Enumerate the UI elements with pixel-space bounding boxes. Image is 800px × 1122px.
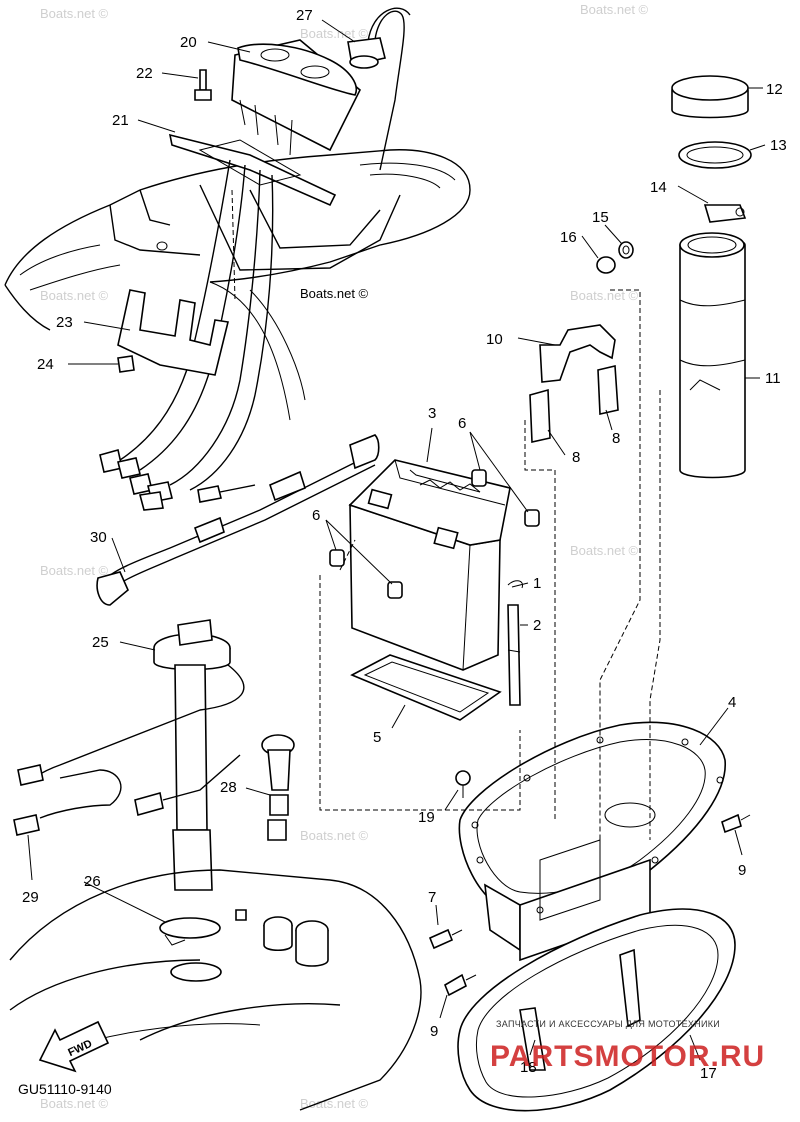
callout-6: 6 xyxy=(312,507,320,524)
shop-watermark-name: PARTSMOTOR.RU xyxy=(490,1040,765,1073)
shop-watermark: ЗАПЧАСТИ И АКСЕССУАРЫ ДЛЯ МОТОТЕХНИКИ PA… xyxy=(490,1019,765,1073)
part-25-fuel-sender xyxy=(13,619,245,891)
callout-30: 30 xyxy=(90,529,107,546)
part-24-clip xyxy=(117,355,135,373)
parts-1-2-vent xyxy=(507,580,524,706)
watermark: Boats.net © xyxy=(570,288,639,303)
callout-16: 16 xyxy=(560,229,577,246)
callout-labels: 1 2 3 4 5 6 6 7 8 8 9 9 10 11 12 13 14 1… xyxy=(22,7,787,1082)
callout-20: 20 xyxy=(180,34,197,51)
callout-13: 13 xyxy=(770,137,787,154)
hull-deck xyxy=(4,149,471,421)
part-28-sensor xyxy=(261,734,295,841)
part-26-clamp xyxy=(159,917,221,946)
callout-15: 15 xyxy=(592,209,609,226)
callout-21: 21 xyxy=(112,112,129,129)
parts-15-16-nut-washer xyxy=(596,241,634,274)
callout-10: 10 xyxy=(486,331,503,348)
callout-14: 14 xyxy=(650,179,667,196)
part-22-bolt xyxy=(194,69,212,101)
callout-23: 23 xyxy=(56,314,73,331)
leader-lines xyxy=(27,19,766,1061)
assembly-lines xyxy=(319,289,661,880)
callout-17: 17 xyxy=(700,1065,717,1082)
watermark-bold: Boats.net © xyxy=(300,286,369,301)
parts-8-brackets xyxy=(529,365,619,443)
part-11-filler-neck xyxy=(679,232,746,479)
watermark: Boats.net © xyxy=(300,26,369,41)
watermark: Boats.net © xyxy=(40,6,109,21)
callout-2: 2 xyxy=(533,617,541,634)
part-3-battery xyxy=(348,459,511,671)
callout-25: 25 xyxy=(92,634,109,651)
callout-22: 22 xyxy=(136,65,153,82)
part-21-plate xyxy=(168,133,337,207)
watermark: Boats.net © xyxy=(300,828,369,843)
diagram-code: GU51110-9140 xyxy=(18,1081,112,1097)
callout-26: 26 xyxy=(84,873,101,890)
watermark: Boats.net © xyxy=(300,1096,369,1111)
callout-5: 5 xyxy=(373,729,381,746)
callout-9: 9 xyxy=(430,1023,438,1040)
callout-4: 4 xyxy=(728,694,736,711)
watermark: Boats.net © xyxy=(40,563,109,578)
callout-8: 8 xyxy=(612,430,620,447)
callout-18: 18 xyxy=(520,1059,537,1076)
part-4-battery-box xyxy=(458,721,726,962)
callout-29: 29 xyxy=(22,889,39,906)
callout-9: 9 xyxy=(738,862,746,879)
callout-1: 1 xyxy=(533,575,541,592)
parts-6-pads xyxy=(329,469,540,599)
part-20-housing xyxy=(231,39,361,156)
callout-7: 7 xyxy=(428,889,436,906)
part-14-clamp xyxy=(703,204,747,223)
part-13-gasket xyxy=(678,141,752,169)
callout-8: 8 xyxy=(572,449,580,466)
part-27-vent-tube xyxy=(347,7,411,171)
callout-28: 28 xyxy=(220,779,237,796)
fwd-arrow-icon: FWD xyxy=(38,1020,110,1073)
callout-24: 24 xyxy=(37,356,54,373)
callout-6: 6 xyxy=(458,415,466,432)
part-30-cable xyxy=(96,434,380,606)
part-18-strap xyxy=(519,948,641,1071)
watermark: Boats.net © xyxy=(580,2,649,17)
part-17-mat xyxy=(457,908,736,1112)
callout-12: 12 xyxy=(766,81,783,98)
part-5-battery-mat xyxy=(350,654,502,721)
callout-11: 11 xyxy=(765,370,781,387)
callout-3: 3 xyxy=(428,405,436,422)
part-12-cap xyxy=(671,75,749,119)
watermark: Boats.net © xyxy=(40,1096,109,1111)
part-23-bracket xyxy=(117,289,229,376)
fasteners-7-9-19 xyxy=(428,770,751,997)
shop-watermark-caption: ЗАПЧАСТИ И АКСЕССУАРЫ ДЛЯ МОТОТЕХНИКИ xyxy=(496,1019,720,1029)
watermark: Boats.net © xyxy=(40,288,109,303)
fuel-tank xyxy=(9,869,422,1111)
callout-19: 19 xyxy=(418,809,435,826)
callout-27: 27 xyxy=(296,7,313,24)
part-10-bracket xyxy=(539,324,616,383)
watermark: Boats.net © xyxy=(570,543,639,558)
